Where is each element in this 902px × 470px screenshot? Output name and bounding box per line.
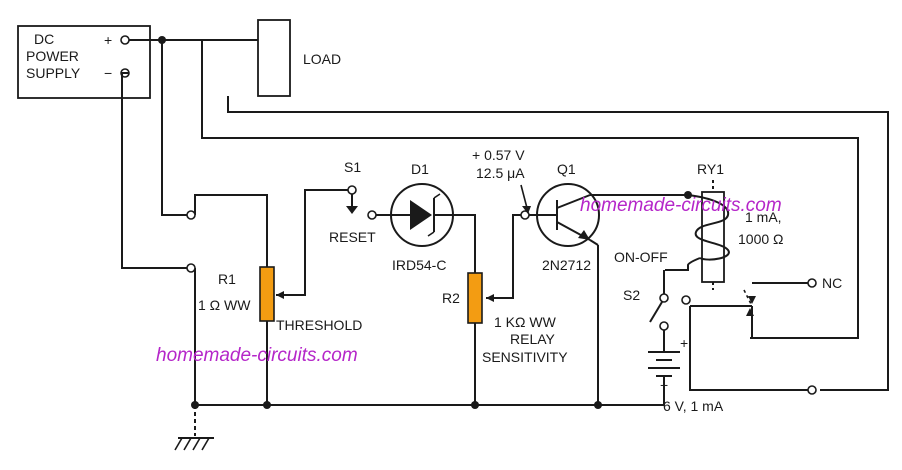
- d1-part: IRD54-C: [392, 257, 446, 273]
- battery-rating: 6 V, 1 mA: [663, 398, 724, 414]
- watermark-bottom: homemade-circuits.com: [156, 345, 358, 366]
- s2-switch: S2 ON-OFF: [614, 249, 669, 331]
- r2-function-line2: SENSITIVITY: [482, 349, 568, 365]
- ry1-contact-nc: NC: [822, 275, 842, 291]
- s1-function: RESET: [329, 229, 376, 245]
- q1-transistor: Q1 2N2712: [536, 161, 600, 273]
- r2-resistor: R2 1 KΩ WW RELAY SENSITIVITY: [442, 272, 568, 365]
- r2-value: 1 KΩ WW: [494, 314, 557, 330]
- r1-resistor: R1 1 Ω WW THRESHOLD: [198, 266, 362, 333]
- load-label: LOAD: [303, 51, 341, 67]
- ground-symbol: [174, 405, 214, 451]
- ry1-current: 1 mA,: [745, 209, 782, 225]
- ry1-resistance: 1000 Ω: [738, 231, 784, 247]
- wires: [121, 39, 889, 406]
- psu-minus-label: −: [104, 65, 112, 81]
- s2-name: S2: [623, 287, 640, 303]
- psu-label-line2: POWER: [26, 48, 79, 64]
- battery-plus-label: +: [680, 335, 688, 351]
- base-bias-voltage: + 0.57 V: [472, 147, 525, 163]
- psu-label-line3: SUPPLY: [26, 65, 81, 81]
- r1-name: R1: [218, 271, 236, 287]
- psu-plus-terminal: [120, 35, 130, 45]
- battery-minus-label: −: [660, 377, 668, 393]
- q1-name: Q1: [557, 161, 576, 177]
- r1-function: THRESHOLD: [276, 317, 362, 333]
- ry1-name: RY1: [697, 161, 724, 177]
- s1-switch: S1 RESET: [329, 159, 377, 245]
- s2-function: ON-OFF: [614, 249, 668, 265]
- psu-label-line1: DC: [34, 31, 54, 47]
- d1-device: D1 IRD54-C: [390, 161, 454, 273]
- base-bias-current: 12.5 μA: [476, 165, 525, 181]
- s1-name: S1: [344, 159, 361, 175]
- ry1-relay: RY1 1 mA, 1000 Ω NC: [687, 161, 842, 316]
- watermark-top: homemade-circuits.com: [580, 195, 782, 216]
- load: LOAD: [257, 19, 341, 97]
- r2-name: R2: [442, 290, 460, 306]
- r2-function-line1: RELAY: [510, 331, 556, 347]
- r1-value: 1 Ω WW: [198, 297, 251, 313]
- battery: + − 6 V, 1 mA: [648, 335, 724, 414]
- d1-name: D1: [411, 161, 429, 177]
- base-bias-annotation: + 0.57 V 12.5 μA: [472, 147, 531, 214]
- dc-power-supply: DC POWER SUPPLY + −: [17, 25, 151, 99]
- q1-part: 2N2712: [542, 257, 591, 273]
- psu-plus-label: +: [104, 32, 112, 48]
